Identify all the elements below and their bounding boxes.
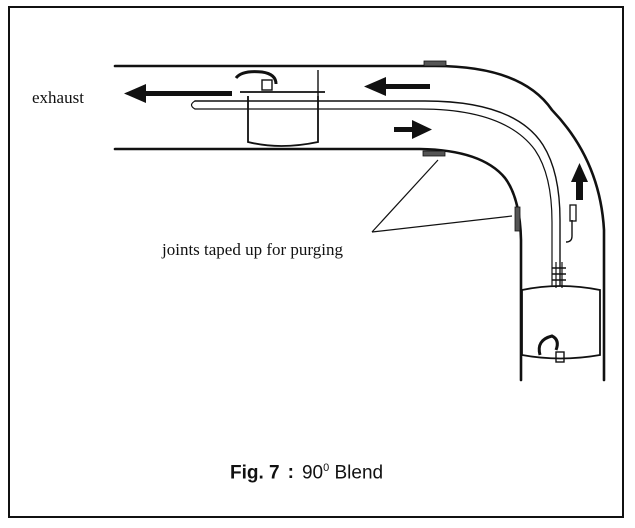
purge-dam-vertical bbox=[521, 204, 601, 363]
leader-lines bbox=[371, 159, 513, 233]
caption-colon: : bbox=[287, 462, 294, 484]
tape-joint-bend bbox=[514, 206, 521, 232]
tape-joint-top bbox=[423, 60, 447, 67]
exhaust-label: exhaust bbox=[32, 88, 84, 107]
arrow-flow-up bbox=[571, 163, 588, 200]
caption-angle: 90 bbox=[301, 462, 324, 484]
joints-label: joints taped up for purging bbox=[162, 240, 343, 259]
arrow-flow-left bbox=[364, 77, 430, 96]
caption-degree: 0 bbox=[323, 462, 330, 474]
arrow-exhaust-left bbox=[124, 84, 232, 103]
caption-title: Blend bbox=[329, 462, 384, 484]
tape-joint-bottom bbox=[422, 150, 446, 157]
dam-handle-lower bbox=[537, 334, 559, 356]
pipe-inner-wall bbox=[113, 147, 523, 382]
purge-line-stub bbox=[190, 100, 196, 110]
figure-caption: Fig. 7:900 Blend bbox=[230, 462, 383, 484]
dam-handle bbox=[234, 70, 278, 85]
figure-number: Fig. 7 bbox=[230, 462, 280, 484]
arrow-flow-right bbox=[394, 120, 432, 139]
purge-dam-horizontal bbox=[234, 70, 325, 147]
purge-line bbox=[194, 100, 561, 286]
pipe-outer-wall bbox=[113, 64, 606, 382]
tape-joints bbox=[422, 60, 521, 232]
purge-line-inner bbox=[194, 108, 553, 286]
